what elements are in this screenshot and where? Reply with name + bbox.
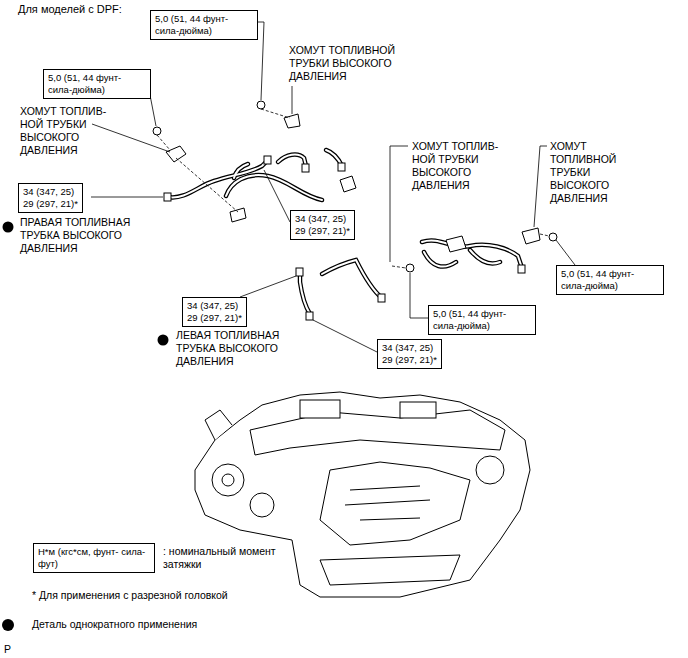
pipe-clamp bbox=[166, 114, 540, 252]
torque-value: 5,0 (51, 44 фунт- сила-дюйма) bbox=[561, 268, 659, 292]
torque-box: 5,0 (51, 44 фунт- сила-дюйма) bbox=[150, 10, 258, 40]
nut bbox=[153, 101, 557, 272]
torque-value: 5,0 (51, 44 фунт- сила-дюйма) bbox=[48, 72, 146, 96]
page-mark: P bbox=[4, 643, 11, 656]
part-name: ХОМУТ ТОПЛИВНОЙ ТРУБКИ ВЫСОКОГО ДАВЛЕНИЯ bbox=[550, 140, 624, 205]
part-name: ПРАВАЯ ТОПЛИВНАЯ ТРУБКА ВЫСОКОГО ДАВЛЕНИ… bbox=[20, 216, 138, 255]
part-name: ХОМУТ ТОПЛИВ- НОЙ ТРУБКИ ВЫСОКОГО ДАВЛЕН… bbox=[20, 105, 116, 157]
torque-box: 5,0 (51, 44 фунт- сила-дюйма) bbox=[428, 305, 536, 335]
legend-box: Н*м (кгс*см, фунт- сила-фут) bbox=[33, 543, 155, 573]
legend-text: Деталь однократного применения bbox=[32, 618, 197, 631]
part-name: ЛЕВАЯ ТОПЛИВНАЯ ТРУБКА ВЫСОКОГО ДАВЛЕНИЯ bbox=[176, 329, 294, 368]
torque-value: 29 (297, 21)* bbox=[187, 312, 242, 324]
torque-value: Н*м (кгс*см, фунт- сила-фут) bbox=[38, 546, 150, 570]
torque-box: 34 (347, 25)29 (297, 21)* bbox=[290, 210, 355, 240]
torque-value: 5,0 (51, 44 фунт- сила-дюйма) bbox=[155, 13, 253, 37]
torque-value: 34 (347, 25) bbox=[382, 342, 433, 354]
torque-box: 5,0 (51, 44 фунт- сила-дюйма) bbox=[556, 265, 664, 295]
torque-value: 34 (347, 25) bbox=[295, 213, 346, 225]
diagram-title: Для моделей с DPF: bbox=[18, 3, 122, 16]
pipe-ends bbox=[164, 156, 525, 320]
torque-box: 5,0 (51, 44 фунт- сила-дюйма) bbox=[43, 69, 151, 99]
torque-value: 29 (297, 21)* bbox=[295, 225, 350, 237]
footnote: * Для применения с разрезной головкой bbox=[32, 589, 228, 602]
torque-box: 34 (347, 25)29 (297, 21)* bbox=[182, 297, 247, 327]
torque-box: 34 (347, 25)29 (297, 21)* bbox=[377, 339, 442, 369]
assembly-line bbox=[157, 109, 549, 268]
legend-description: : номинальный момент затяжки bbox=[163, 545, 281, 571]
part-name: ХОМУТ ТОПЛИВНОЙ ТРУБКИ ВЫСОКОГО ДАВЛЕНИЯ bbox=[289, 44, 407, 83]
legend-swatch bbox=[2, 619, 14, 631]
engine-drawing bbox=[195, 392, 530, 597]
torque-value: 34 (347, 25) bbox=[23, 186, 74, 198]
torque-box: 34 (347, 25)29 (297, 21)* bbox=[18, 183, 83, 213]
torque-value: 5,0 (51, 44 фунт- сила-дюйма) bbox=[433, 308, 531, 332]
part-name: ХОМУТ ТОПЛИВ- НОЙ ТРУБКИ ВЫСОКОГО ДАВЛЕН… bbox=[412, 140, 508, 192]
torque-value: 29 (297, 21)* bbox=[23, 198, 78, 210]
leader-line bbox=[91, 22, 575, 352]
torque-value: 29 (297, 21)* bbox=[382, 354, 437, 366]
torque-value: 34 (347, 25) bbox=[187, 300, 238, 312]
